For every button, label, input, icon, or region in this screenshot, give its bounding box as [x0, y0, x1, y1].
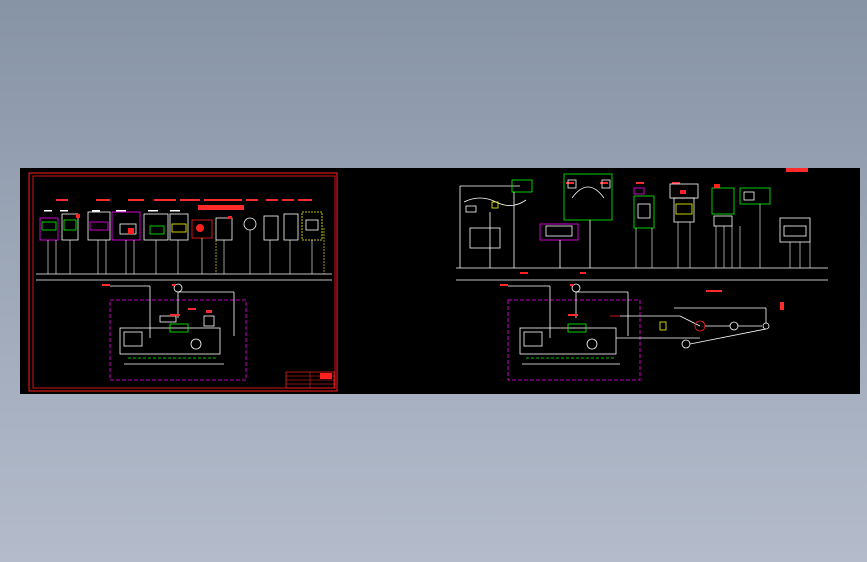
- yellow-pilot-lines: [215, 228, 325, 274]
- drop-lines-left: [47, 230, 313, 274]
- pump-station-red-labels-left: [102, 284, 212, 316]
- red-accents-right: [520, 184, 720, 274]
- right-sheet: [456, 168, 828, 381]
- left-sheet: [28, 172, 338, 392]
- inner-frame: [32, 175, 336, 389]
- cylinder-circuit-right: [459, 179, 533, 268]
- drop-lines-right: [635, 204, 811, 268]
- valve-bank-right: [633, 183, 811, 243]
- small-labels-left: [44, 210, 180, 212]
- component-label-row: [56, 199, 312, 210]
- red-accents-left: [76, 214, 232, 234]
- grab-circuit-right: [539, 173, 613, 268]
- cad-drawing-viewport[interactable]: [20, 168, 860, 394]
- cad-drawing: [20, 168, 860, 394]
- pump-station-box-right: [507, 299, 641, 381]
- pump-station-red-labels-right: [500, 284, 784, 316]
- pump-station-left: [110, 283, 235, 365]
- title-block: [285, 371, 335, 389]
- component-label-row-right: [566, 168, 808, 184]
- drawing-background: [20, 168, 860, 394]
- outer-frame: [28, 172, 338, 392]
- pump-station-right: [508, 283, 770, 365]
